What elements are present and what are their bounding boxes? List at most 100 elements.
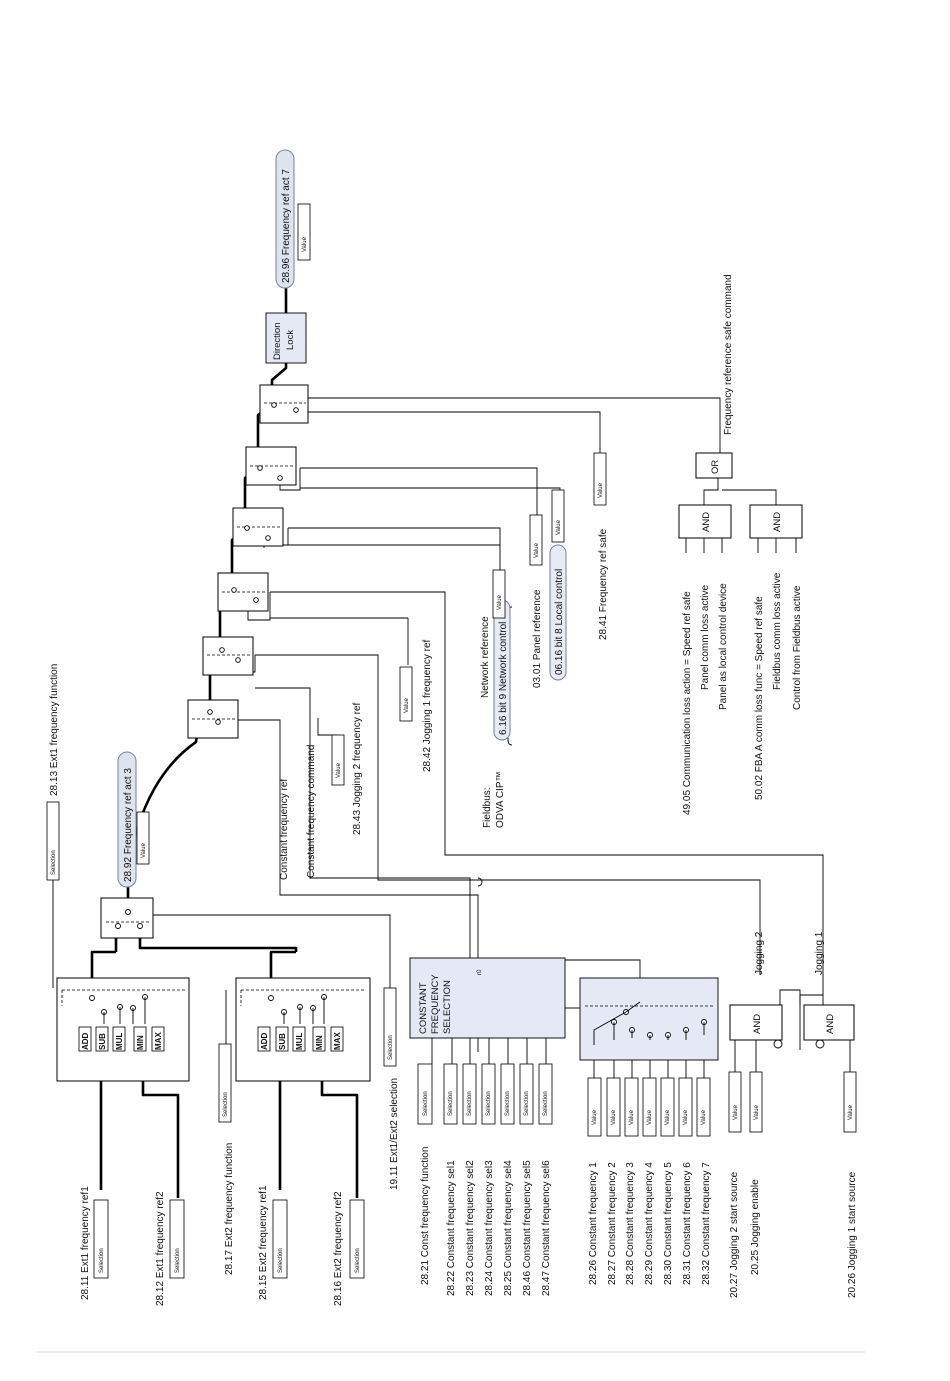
ext2-ref1-box: Selection: [278, 1248, 284, 1273]
switch-boxes: [100, 384, 309, 939]
ext1-ref1-label: 28.11 Ext1 frequency ref1: [80, 1186, 91, 1300]
panel-reference-box: Value: [534, 542, 540, 558]
freq-act3-box: Value: [141, 842, 147, 858]
const-sel-4: Selection 28.25 Constant frequency sel4: [500, 1063, 515, 1296]
const-freq-5: Value 28.30 Constant frequency 5: [660, 1077, 675, 1285]
direction-lock-line2: Lock: [285, 330, 296, 350]
network-reference-label: Network reference: [480, 616, 491, 698]
const-freq7-box: Value: [701, 1109, 707, 1125]
jogging2-start-label: 20.27 Jogging 2 start source: [729, 1171, 740, 1298]
const-freq-2: Value 28.27 Constant frequency 2: [606, 1077, 621, 1285]
jogging1-switch-box: [202, 636, 254, 676]
safe-command-label: Frequency reference safe command: [723, 274, 734, 435]
const-function-box: Selection: [423, 1091, 429, 1116]
middle-labels: Constant frequency ref Constant frequenc…: [279, 274, 734, 880]
const-freq-6: Value 28.31 Constant frequency 6: [678, 1077, 693, 1285]
const-freq5-label: 28.30 Constant frequency 5: [663, 1162, 674, 1285]
ext2-ref2-box: Selection: [355, 1248, 361, 1273]
jogging2-and-block: [729, 1004, 783, 1041]
jogging1-ref-label: 28.42 Jogging 1 frequency ref: [422, 639, 433, 772]
op-mul: MUL: [115, 1033, 124, 1050]
and1-label: AND: [701, 512, 712, 532]
op-sub: SUB: [278, 1033, 287, 1050]
safe-logic: OR AND AND 49.05 Communication loss acti…: [678, 452, 803, 815]
const-sel1-box: Selection: [448, 1091, 454, 1116]
ext1-ref2-label: 28.12 Ext1 frequency ref2: [155, 1191, 166, 1306]
const-block-line3: SELECTION: [442, 980, 453, 1034]
and-block-1: [678, 504, 732, 539]
op-add: ADD: [260, 1032, 269, 1050]
freq-act7-label: 28.96 Frequency ref act 7: [281, 169, 292, 283]
or-label: OR: [710, 460, 721, 474]
op-max: MAX: [333, 1032, 342, 1050]
const-function-label: 28.21 Const frequency function: [420, 1147, 431, 1285]
const-freq-3: Value 28.28 Constant frequency 3: [624, 1077, 639, 1285]
op-add: ADD: [81, 1032, 90, 1050]
and2-input-3: Control from Fieldbus active: [792, 585, 803, 710]
and2-input-2: Fieldbus comm loss active: [772, 572, 783, 690]
constant-freq-ref-label: Constant frequency ref: [279, 779, 290, 880]
and1-input-1: 49.05 Communication loss action = Speed …: [682, 591, 693, 815]
ext1-function-box: Selection: [51, 850, 57, 875]
op-mul: MUL: [295, 1033, 304, 1050]
jogging-logic: AND AND Jogging 2 Jogging 1 Value 20.27 …: [728, 931, 858, 1298]
jogging2-ref-label: 28.43 Jogging 2 frequency ref: [352, 702, 363, 835]
freq-act7-box: Value: [302, 236, 308, 252]
jogging2-start-box: Value: [733, 1104, 739, 1120]
const-freq1-box: Value: [592, 1109, 598, 1125]
const-freq-1: Value 28.26 Constant frequency 1: [587, 1077, 602, 1285]
ext2-function-box: Selection: [223, 1092, 229, 1117]
network-value-box: Value: [497, 594, 503, 610]
network-control-label: 6.16 bit 9 Network control: [498, 622, 509, 735]
fieldbus-line2: ODVA CIP™: [495, 772, 506, 829]
op-sub: SUB: [98, 1033, 107, 1050]
jogging1-and-block: [803, 1004, 855, 1041]
local-control-label: 06.16 bit 8 Local control: [554, 569, 565, 675]
const-sel-params: Selection 28.21 Const frequency function…: [417, 1063, 553, 1296]
panel-reference-label: 03.01 Panel reference: [532, 589, 543, 688]
freq-ref-safe-label: 28.41 Frequency ref safe: [598, 528, 609, 640]
const-sel4-box: Selection: [505, 1091, 511, 1116]
const-sel3-label: 28.24 Constant frequency sel3: [484, 1160, 495, 1296]
ext1-ref1-box: Selection: [99, 1248, 105, 1273]
const-freq-params: Value 28.26 Constant frequency 1 Value 2…: [587, 1077, 712, 1285]
jogging1-text: Jogging 1: [814, 931, 825, 975]
const-freq3-label: 28.28 Constant frequency 3: [625, 1162, 636, 1285]
const-sel-6: Selection 28.47 Constant frequency sel6: [538, 1063, 553, 1296]
and2-label: AND: [772, 512, 783, 532]
freq-act3: 28.92 Frequency ref act 3 Value: [117, 751, 150, 888]
ext-selection-box: Selection: [388, 1035, 394, 1060]
const-block-line1: CONSTANT: [418, 982, 429, 1034]
const-sel6-label: 28.47 Constant frequency sel6: [541, 1160, 552, 1296]
jogging1-start-box: Value: [848, 1104, 854, 1120]
const-block-tag: r0: [477, 969, 483, 975]
or-switch-box: [259, 384, 309, 424]
ext2-ref2-label: 28.16 Ext2 frequency ref2: [333, 1191, 344, 1306]
const-freq-7: Value 28.32 Constant frequency 7: [696, 1077, 712, 1285]
ext-selection-label: 19.11 Ext1/Ext2 selection: [389, 1078, 400, 1190]
ext-params: Selection 28.13 Ext1 frequency function …: [46, 664, 400, 1306]
const-freq3-box: Value: [629, 1109, 635, 1125]
op-max: MAX: [154, 1032, 163, 1050]
op-min: MIN: [315, 1035, 324, 1050]
const-freq-4: Value 28.29 Constant frequency 4: [642, 1077, 657, 1285]
jogging1-ref-box: Value: [404, 697, 410, 713]
const-sel5-label: 28.46 Constant frequency sel5: [522, 1160, 533, 1296]
const-sel1-label: 28.22 Constant frequency sel1: [446, 1160, 457, 1296]
and1-input-2: Panel comm loss active: [700, 585, 711, 690]
and1-input-3: Panel as local control device: [718, 583, 729, 710]
const-freq2-box: Value: [611, 1109, 617, 1125]
ext1-op-boxes: ADD SUB MUL MIN MAX: [78, 1026, 165, 1052]
const-sel-2: Selection 28.23 Constant frequency sel2: [462, 1063, 477, 1296]
const-selector-block: [579, 977, 719, 1061]
const-block-line2: FREQUENCY: [430, 974, 441, 1034]
const-freq5-box: Value: [665, 1109, 671, 1125]
ext2-ref1-label: 28.15 Ext2 frequency ref1: [258, 1185, 269, 1300]
jogging2-and-label: AND: [752, 1014, 763, 1034]
const-sel-5: Selection 28.46 Constant frequency sel5: [519, 1063, 534, 1296]
jogging-enable-label: 20.25 Jogging enable: [750, 1179, 761, 1275]
ext2-op-boxes: ADD SUB MUL MIN MAX: [257, 1026, 344, 1052]
constant-freq-command-label: Constant frequency command: [306, 745, 317, 878]
jogging2-text: Jogging 2: [754, 931, 765, 975]
